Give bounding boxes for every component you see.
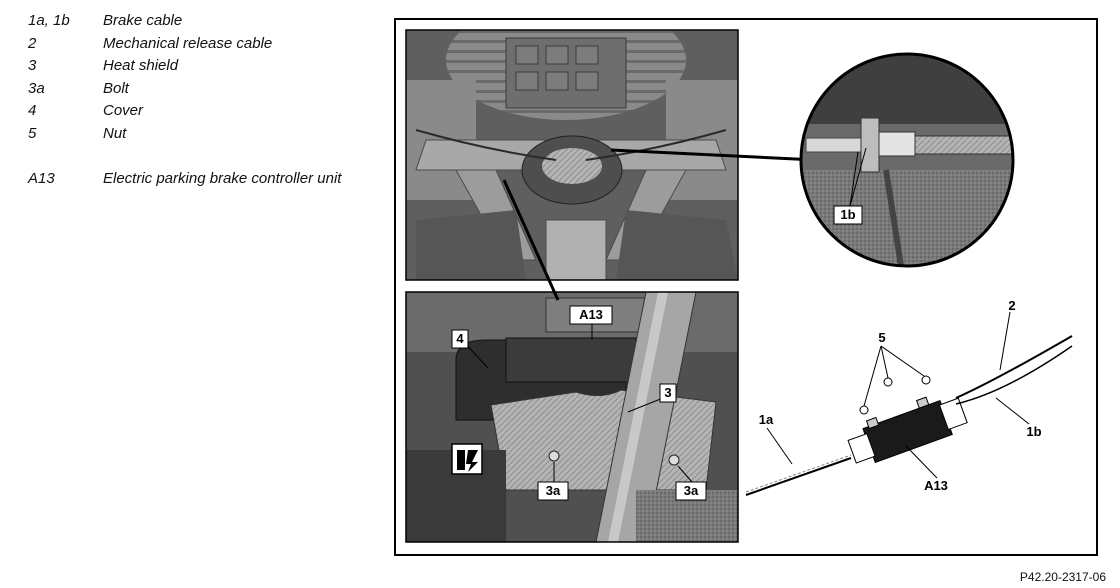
legend-code: A13: [28, 169, 55, 187]
legend-code: 2: [28, 34, 37, 52]
callout-text: 4: [456, 331, 464, 346]
legend-row: 1a, 1b Brake cable: [28, 10, 388, 33]
legend-code: 4: [28, 102, 37, 120]
underbody-photo: [406, 30, 738, 280]
legend: 1a, 1b Brake cable 2 Mechanical release …: [28, 10, 388, 190]
legend-desc: Bolt: [103, 79, 129, 97]
callout-heat-shield: 3: [659, 383, 677, 403]
legend-row: 3a Bolt: [28, 78, 388, 101]
legend-desc: Electric parking brake controller unit: [103, 169, 342, 187]
legend-desc: Brake cable: [103, 12, 183, 29]
legend-row: 3 Heat shield: [28, 55, 388, 78]
label-nut: 5: [878, 330, 885, 345]
callout-text: 3: [664, 385, 671, 400]
callout-cover: 4: [451, 329, 469, 349]
legend-code: 3a: [28, 79, 45, 97]
callout-bolt-left: 3a: [537, 481, 569, 501]
callout-1b-detail: 1b: [833, 205, 863, 225]
brake-cable-detail-photo: [799, 52, 1015, 268]
manual-reference-icon: [451, 443, 483, 475]
legend-desc: Heat shield: [103, 57, 179, 75]
legend-row: 5 Nut: [28, 123, 388, 146]
callout-text: 3a: [684, 483, 699, 498]
figure-code: P42.20-2317-06: [1019, 570, 1106, 584]
label-a13-diagram: A13: [924, 478, 948, 493]
label-cable-1a: 1a: [759, 412, 774, 427]
callout-text: A13: [579, 307, 603, 322]
callout-text: 1b: [840, 207, 855, 222]
legend-row: A13 Electric parking brake controller un…: [28, 168, 388, 191]
callout-a13-photo: A13: [569, 305, 613, 325]
legend-row: 4 Cover: [28, 100, 388, 123]
controller-unit-photo: [406, 292, 738, 542]
label-release-cable: 2: [1008, 298, 1015, 313]
figure-frame: 1b A13 4 3 3a 3a 5 2 1a: [394, 18, 1098, 556]
figure-illustration: 1b A13 4 3 3a 3a 5 2 1a: [405, 29, 1073, 543]
callout-text: 3a: [546, 483, 561, 498]
legend-desc: Mechanical release cable: [103, 34, 273, 52]
legend-desc: Cover: [103, 102, 144, 120]
controller-unit-line-diagram: [745, 311, 1073, 496]
legend-row: 2 Mechanical release cable: [28, 33, 388, 56]
legend-code: 1a, 1b: [28, 12, 70, 29]
legend-desc: Nut: [103, 124, 127, 142]
callout-bolt-right: 3a: [675, 481, 707, 501]
label-cable-1b: 1b: [1026, 424, 1041, 439]
legend-code: 5: [28, 124, 37, 142]
legend-code: 3: [28, 57, 37, 75]
